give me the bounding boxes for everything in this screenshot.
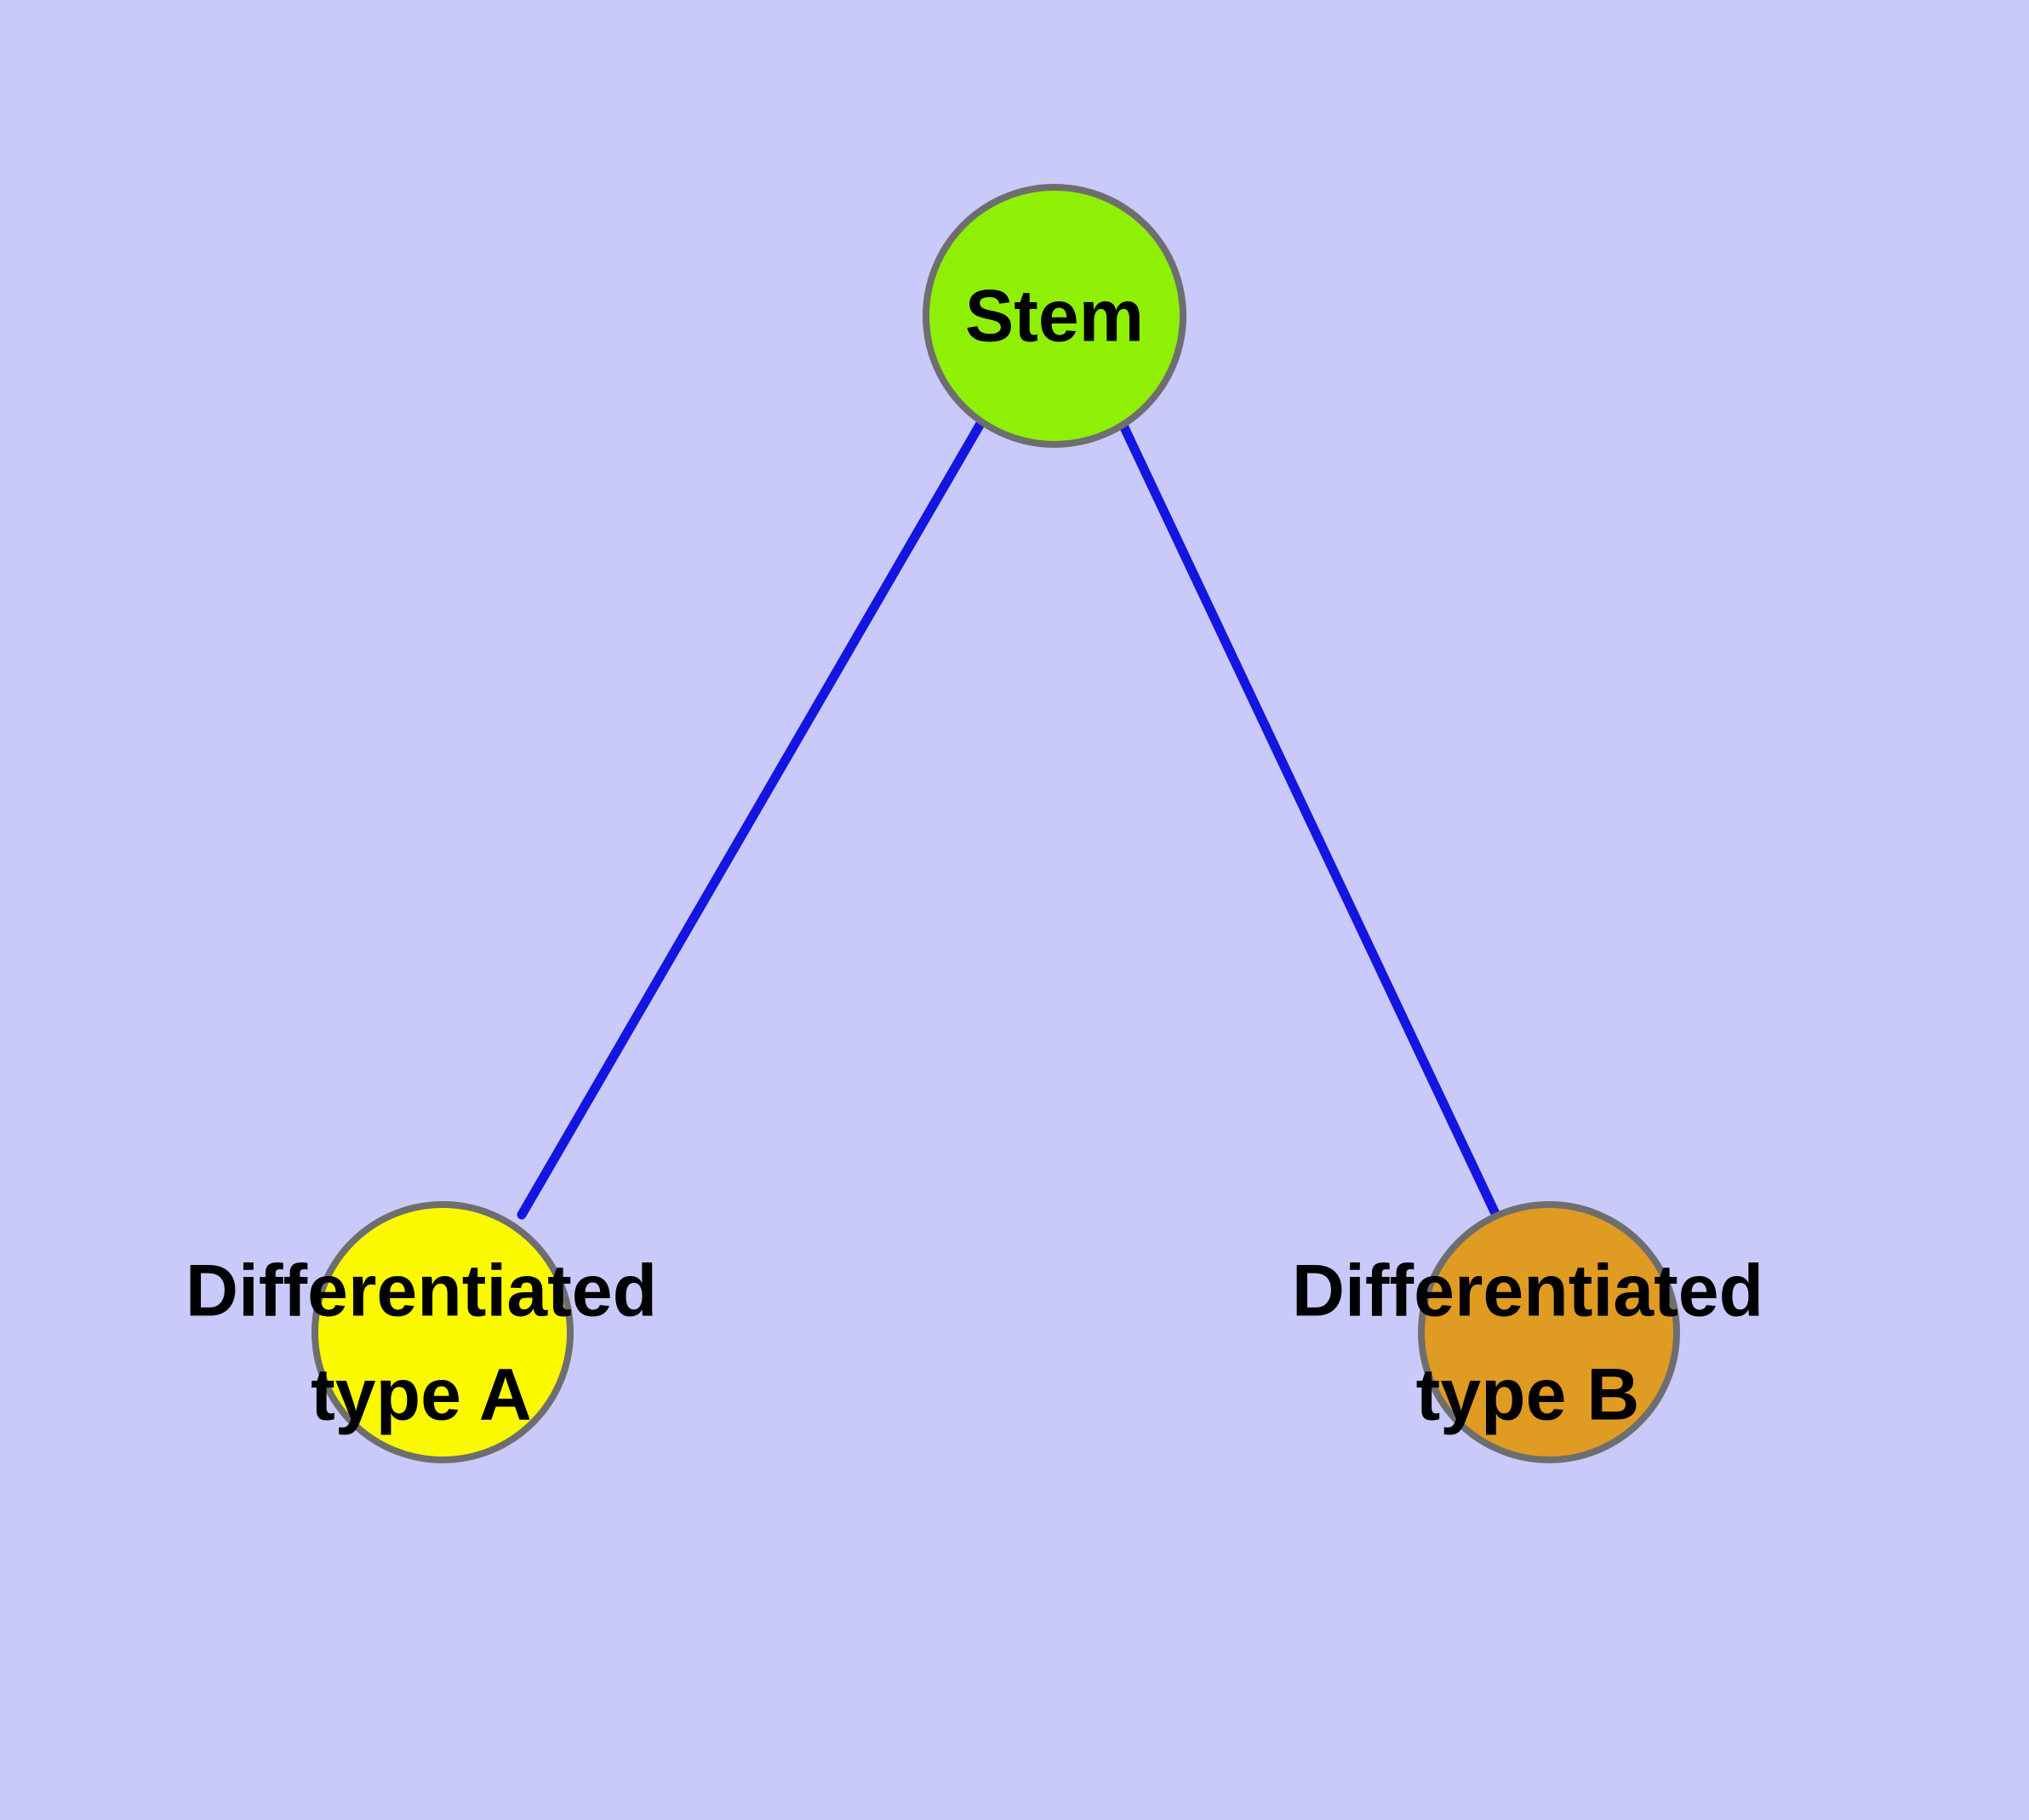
node-differentiated-type-b-circle[interactable] (1418, 1201, 1680, 1463)
node-stem-circle[interactable] (923, 184, 1186, 448)
node-differentiated-type-b[interactable]: Differentiated type B (1292, 1201, 1763, 1463)
node-stem[interactable]: Stem (923, 184, 1186, 448)
node-differentiated-type-b-label-line2: type B (1416, 1354, 1640, 1436)
edge-layer (517, 417, 1503, 1224)
node-differentiated-type-b-label-line1: Differentiated (1292, 1251, 1763, 1332)
node-differentiated-type-a-circle[interactable] (311, 1201, 574, 1463)
node-stem-label: Stem (965, 276, 1144, 358)
node-differentiated-type-a-label-line2: type A (311, 1354, 532, 1436)
edge-stem-to-differentiated-type-b[interactable] (1118, 421, 1503, 1224)
node-differentiated-type-a-label-line1: Differentiated (186, 1251, 657, 1332)
edge-stem-to-differentiated-type-a[interactable] (517, 417, 986, 1220)
node-differentiated-type-a[interactable]: Differentiated type A (186, 1201, 657, 1463)
